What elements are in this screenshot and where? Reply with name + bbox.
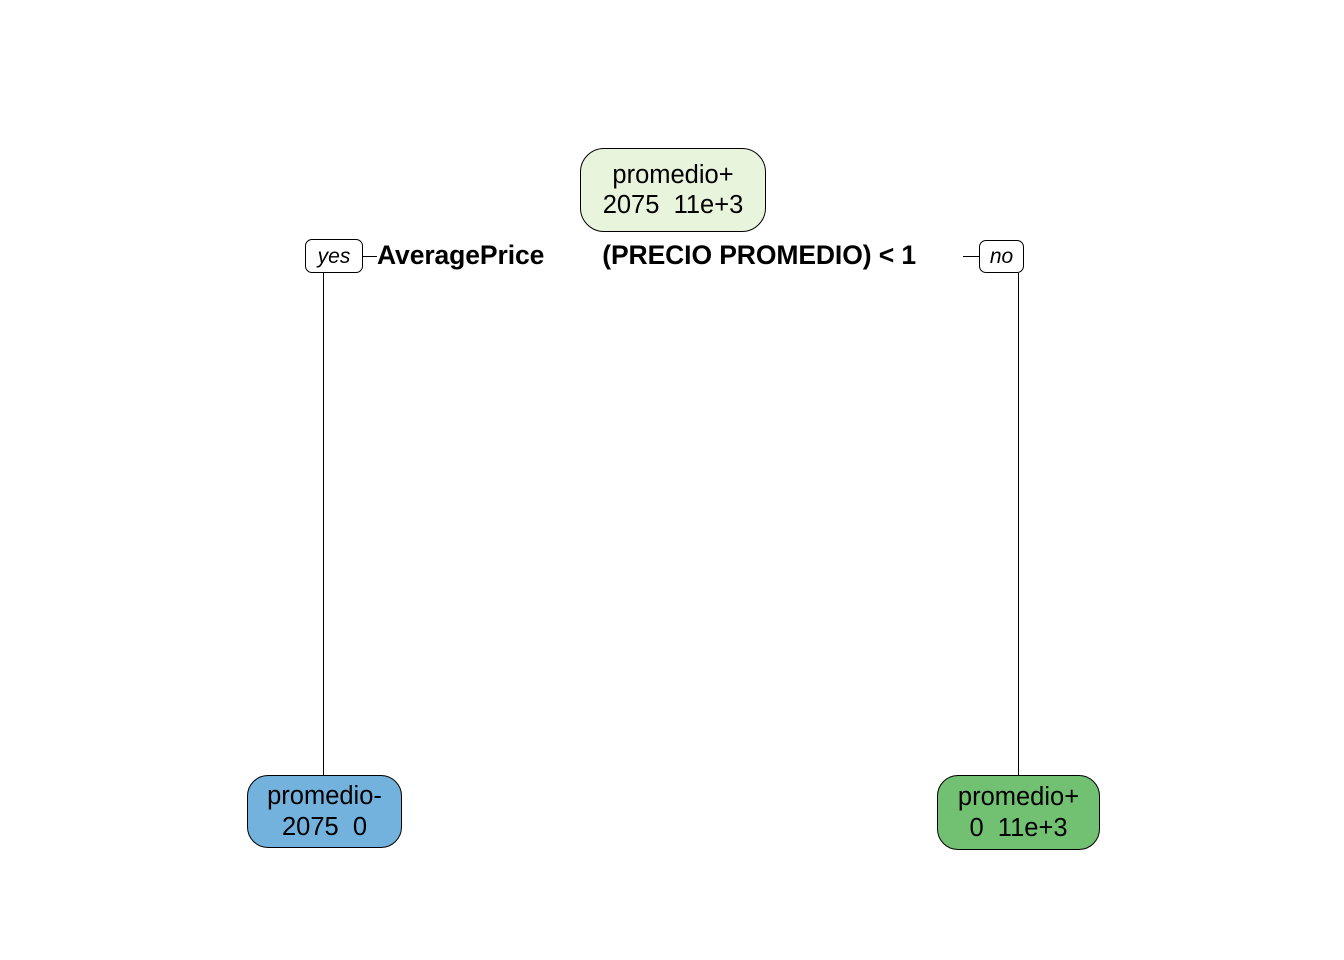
tree-edge-yes <box>323 273 324 776</box>
leaf-yes-label: promedio- <box>267 782 382 811</box>
split-condition-label: (PRECIO PROMEDIO) < 1 <box>602 239 916 270</box>
leaf-yes-stats: 2075 0 <box>281 812 368 841</box>
connector-dash-yes <box>363 256 377 257</box>
tree-node-root[interactable]: promedio+ 2075 11e+3 <box>580 148 766 232</box>
split-variable-label: AveragePrice <box>377 239 545 270</box>
branch-label-no-text: no <box>989 245 1014 268</box>
tree-node-leaf-yes[interactable]: promedio- 2075 0 <box>247 775 402 848</box>
connector-dash-no <box>963 256 979 257</box>
branch-label-no[interactable]: no <box>979 240 1024 273</box>
tree-node-leaf-no[interactable]: promedio+ 0 11e+3 <box>937 775 1100 850</box>
leaf-no-stats: 0 11e+3 <box>969 813 1068 842</box>
split-condition-text: AveragePrice (PRECIO PROMEDIO) < 1 <box>377 239 916 271</box>
root-node-label: promedio+ <box>612 160 734 189</box>
tree-edge-no <box>1018 273 1019 776</box>
branch-label-yes[interactable]: yes <box>305 239 363 273</box>
root-node-stats: 2075 11e+3 <box>602 191 744 219</box>
branch-label-yes-text: yes <box>317 244 351 268</box>
leaf-no-label: promedio+ <box>957 783 1080 812</box>
